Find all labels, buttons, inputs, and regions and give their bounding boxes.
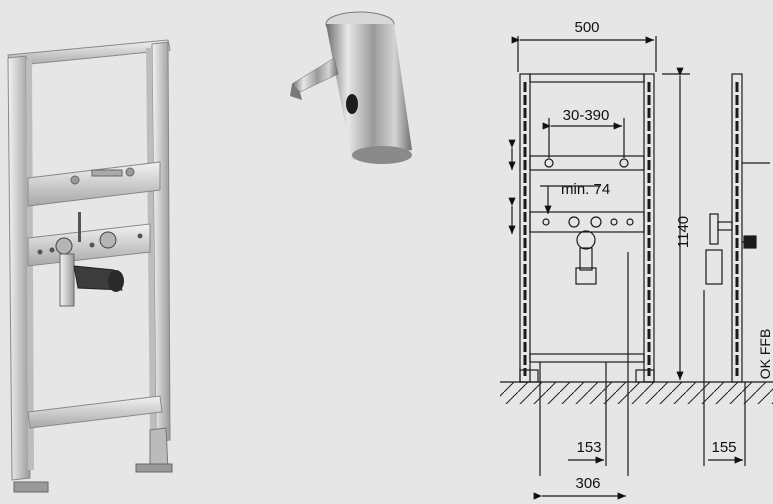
dim-center-offset-label: 153 [576, 439, 601, 456]
faucet-photo [290, 11, 412, 164]
floor-level-label: OK FFB [757, 329, 773, 380]
dim-wall-offset-label: 155 [711, 439, 736, 456]
dim-height-label: 1140 [675, 216, 692, 248]
dim-total-offset-label: 306 [575, 475, 600, 492]
technical-drawing [500, 36, 773, 500]
dim-spacing-label: 30-390 [563, 107, 610, 124]
dim-min-depth-label: min. 74 [561, 181, 610, 198]
frame-photo [7, 39, 173, 493]
dim-width-label: 500 [574, 19, 599, 36]
